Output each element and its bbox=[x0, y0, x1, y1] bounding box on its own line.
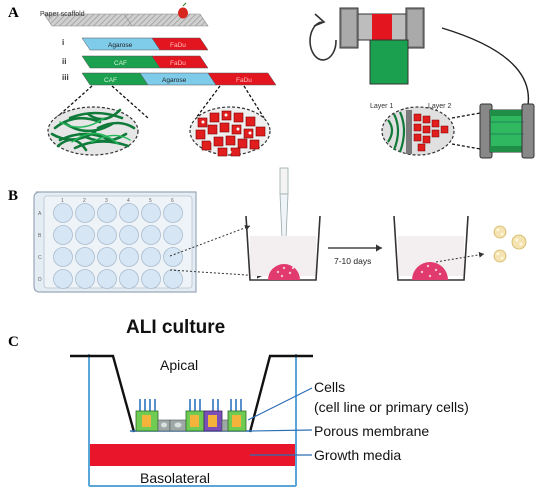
fadu-cell-ellipse bbox=[189, 106, 271, 157]
plate-well bbox=[97, 203, 117, 223]
culture-tube-1 bbox=[245, 215, 321, 281]
row-i-right: FaDu bbox=[170, 42, 186, 49]
dotted-arrow-lower bbox=[169, 269, 263, 279]
plate-well bbox=[141, 203, 161, 223]
plate-col-4: 4 bbox=[127, 198, 130, 204]
roller-top bbox=[339, 7, 425, 85]
panel-a-label: A bbox=[8, 5, 19, 21]
organoids-icon bbox=[493, 225, 527, 263]
epithelial-cells bbox=[135, 399, 247, 432]
plate-col-1: 1 bbox=[61, 198, 64, 204]
plate-well bbox=[163, 247, 183, 267]
plate-col-3: 3 bbox=[105, 198, 108, 204]
plate-well bbox=[119, 203, 139, 223]
outer-well bbox=[88, 354, 297, 487]
plate-well bbox=[75, 225, 95, 245]
cells-label: Cells bbox=[314, 379, 345, 395]
apical-label: Apical bbox=[160, 357, 198, 373]
cells-sublabel: (cell line or primary cells) bbox=[314, 399, 469, 415]
plate-well bbox=[75, 247, 95, 267]
row-ii-label: ii bbox=[62, 57, 66, 66]
transwell-insert bbox=[70, 354, 313, 433]
plate-well bbox=[163, 203, 183, 223]
fadu-strip-i bbox=[151, 37, 209, 51]
plate-well bbox=[75, 203, 95, 223]
plate-row-b: B bbox=[38, 233, 42, 239]
panel-c-label: C bbox=[8, 334, 19, 350]
media-label: Growth media bbox=[314, 447, 401, 463]
plate-well bbox=[53, 225, 73, 245]
layer1-label: Layer 1 bbox=[370, 103, 393, 110]
plate-row-a: A bbox=[38, 211, 42, 217]
panel-b-label: B bbox=[8, 188, 18, 204]
row-i-left: Agarose bbox=[108, 42, 133, 49]
plate-well bbox=[119, 269, 139, 289]
time-label: 7-10 days bbox=[334, 256, 371, 266]
row-iii-left: CAF bbox=[104, 77, 117, 84]
row-iii-label: iii bbox=[62, 73, 69, 82]
plate-well bbox=[119, 247, 139, 267]
plate-well bbox=[97, 247, 117, 267]
plate-col-6: 6 bbox=[171, 198, 174, 204]
plate-well bbox=[141, 269, 161, 289]
plate-well bbox=[53, 203, 73, 223]
plate-row-d: D bbox=[38, 277, 42, 283]
plate-well bbox=[163, 225, 183, 245]
plate-row-c: C bbox=[38, 255, 42, 261]
plate-wells bbox=[53, 203, 183, 289]
paper-scaffold-label: Paper scaffold bbox=[40, 11, 85, 18]
zoom-lines bbox=[55, 85, 265, 119]
plate-well bbox=[53, 247, 73, 267]
row-iii-right: FaDu bbox=[236, 77, 252, 84]
plate-well bbox=[163, 269, 183, 289]
plate-col-2: 2 bbox=[83, 198, 86, 204]
fadu-strip-iii bbox=[207, 72, 277, 86]
plate-well bbox=[75, 269, 95, 289]
ali-title: ALI culture bbox=[126, 317, 225, 338]
growth-media bbox=[90, 444, 295, 466]
plate-well bbox=[141, 225, 161, 245]
row-ii-left: CAF bbox=[114, 60, 127, 67]
layered-cross-section bbox=[381, 106, 455, 156]
cross-zoom-lines bbox=[451, 111, 487, 151]
row-iii-middle: Agarose bbox=[162, 77, 187, 84]
plate-well bbox=[97, 269, 117, 289]
culture-tube-2 bbox=[393, 215, 469, 281]
caf-fiber-ellipse bbox=[47, 106, 139, 156]
membrane-label: Porous membrane bbox=[314, 423, 429, 439]
plate-well bbox=[119, 225, 139, 245]
plate-well bbox=[53, 269, 73, 289]
plate-col-5: 5 bbox=[149, 198, 152, 204]
plate-column-numbers: 1 2 3 4 5 6 bbox=[61, 198, 174, 204]
paper-scaffold-strip bbox=[43, 13, 209, 27]
plate-well bbox=[97, 225, 117, 245]
basolateral-label: Basolateral bbox=[140, 470, 210, 486]
layer2-label: Layer 2 bbox=[428, 103, 451, 110]
fadu-strip-ii bbox=[151, 55, 209, 69]
droplet-icon bbox=[178, 2, 188, 19]
dotted-arrow-organoid bbox=[435, 251, 485, 263]
row-i-label: i bbox=[62, 38, 64, 47]
plate-well bbox=[141, 247, 161, 267]
pointer-lines bbox=[247, 387, 313, 456]
rotate-arrow-icon bbox=[309, 13, 337, 61]
plate-row-letters: A B C D bbox=[38, 211, 42, 283]
spool bbox=[479, 103, 535, 159]
row-ii-right: FaDu bbox=[170, 60, 186, 67]
